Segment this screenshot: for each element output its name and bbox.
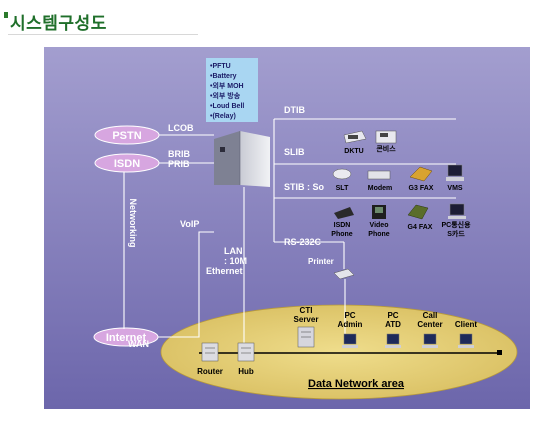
data-network-area-label: Data Network area: [308, 378, 405, 390]
isdn-phone-label-2: Phone: [331, 231, 352, 238]
lan-type-label: Ethernet: [206, 266, 243, 276]
isdn-phone-device: [334, 207, 354, 219]
pc-admin-device: [342, 333, 358, 348]
video-phone-label-1: Video: [370, 222, 389, 229]
cti-label-1: CTI: [300, 306, 313, 315]
g3fax-device: [409, 166, 433, 182]
client-device: [458, 333, 474, 348]
modem-device: [367, 170, 391, 180]
modem-label: Modem: [368, 185, 393, 192]
hub-label: Hub: [238, 367, 254, 376]
hub-device: [237, 342, 255, 362]
dtib-label: DTIB: [284, 105, 305, 115]
console-label: 콘비스: [376, 144, 396, 153]
page-title: 시스템구성도: [10, 14, 107, 34]
callcenter-label-1: Call: [423, 311, 438, 320]
cti-server-device: [297, 326, 315, 348]
feature-6: •(Relay): [210, 113, 236, 120]
feature-4: •외부 방송: [210, 91, 241, 100]
stib-label: STIB : So: [284, 182, 325, 192]
video-phone-label-2: Phone: [368, 231, 389, 238]
router-device: [201, 342, 219, 362]
g3fax-label: G3 FAX: [409, 185, 434, 192]
isdn-phone-label-1: ISDN: [334, 222, 351, 229]
feature-2: •Battery: [210, 73, 237, 80]
cti-label-2: Server: [294, 315, 319, 324]
networking-label: Networking: [128, 198, 138, 247]
pbx-cabinet: [214, 131, 270, 187]
console-device: [375, 130, 397, 144]
printer-device: [333, 268, 355, 280]
internet-cloud: Internet: [93, 327, 159, 347]
feature-3: •외부 MOH: [210, 81, 244, 90]
pstn-label: PSTN: [112, 130, 141, 142]
vms-label: VMS: [447, 185, 463, 192]
pcatd-label-2: ATD: [385, 320, 401, 329]
g4fax-device: [407, 204, 429, 220]
data-network-area: [160, 304, 518, 400]
prib-label: PRIB: [168, 159, 190, 169]
client-label: Client: [455, 320, 478, 329]
pstn-cloud: PSTN: [94, 125, 160, 145]
feature-box: [206, 58, 258, 122]
isdn-cloud: ISDN: [94, 153, 160, 173]
title-divider: [8, 34, 198, 35]
pcadmin-label-1: PC: [344, 311, 355, 320]
pc-card-device: [448, 203, 466, 219]
title-marker: [4, 12, 8, 18]
dktu-label: DKTU: [344, 148, 363, 155]
pc-atd-device: [385, 333, 401, 348]
wan-label: WAN: [128, 339, 149, 349]
isdn-label: ISDN: [114, 158, 140, 170]
router-label: Router: [197, 367, 223, 376]
video-phone-device: [372, 205, 386, 219]
callcenter-label-2: Center: [417, 320, 442, 329]
pc-card-label-1: PC통신용: [441, 220, 471, 229]
feature-1: •PFTU: [210, 63, 231, 70]
printer-label: Printer: [308, 257, 334, 266]
vms-device: [446, 164, 464, 181]
slt-device: [332, 168, 352, 180]
slt-label: SLT: [336, 185, 349, 192]
lcob-label: LCOB: [168, 123, 194, 133]
voip-label: VoIP: [180, 219, 199, 229]
dktu-device: [343, 130, 367, 144]
lan-label: LAN: [224, 246, 243, 256]
pcatd-label-1: PC: [387, 311, 398, 320]
call-center-device: [422, 333, 438, 348]
pc-card-label-2: S카드: [447, 229, 465, 238]
internet-label: Internet: [106, 332, 147, 344]
rs232c-label: RS-232C: [284, 237, 322, 247]
pcadmin-label-2: Admin: [338, 320, 363, 329]
system-diagram: PSTN ISDN Internet •PFTU •Battery •외부 MO…: [44, 47, 530, 409]
feature-5: •Loud Bell: [210, 103, 244, 110]
connection-lines: [123, 118, 456, 347]
lan-speed-label: : 10M: [224, 256, 247, 266]
slib-label: SLIB: [284, 147, 305, 157]
brib-label: BRIB: [168, 149, 190, 159]
g4fax-label: G4 FAX: [408, 224, 433, 231]
